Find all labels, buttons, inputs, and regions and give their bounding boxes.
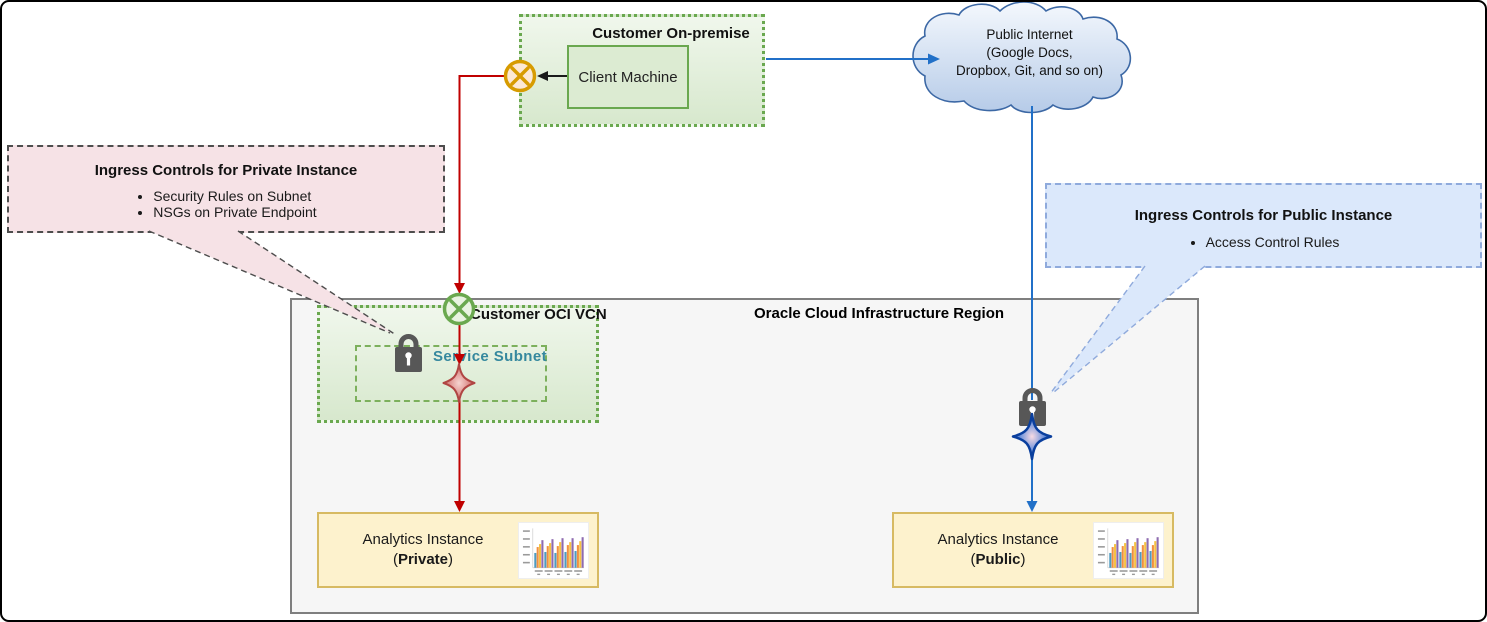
analytics-instance-private: Analytics Instance (Private): [317, 512, 599, 588]
analytics-private-title: Analytics Instance: [362, 531, 484, 548]
bullet-nsgs: NSGs on Private Endpoint: [153, 204, 316, 220]
analytics-public-label: Analytics Instance (Public): [900, 530, 1096, 570]
flow-onpremise-to-internet: [766, 53, 940, 65]
callout-private-ingress: Ingress Controls for Private Instance Se…: [7, 145, 445, 233]
callout-private-bullets: Security Rules on Subnet NSGs on Private…: [135, 188, 316, 220]
bullet-access-control: Access Control Rules: [1206, 234, 1340, 250]
callout-public-title: Ingress Controls for Public Instance: [1134, 207, 1393, 224]
service-subnet-title: Service Subnet: [433, 348, 547, 365]
onpremise-title: Customer On-premise: [592, 25, 750, 42]
bar-chart-icon: [518, 522, 589, 579]
client-machine-box: Client Machine: [567, 45, 689, 109]
cloud-line2: (Google Docs,: [986, 44, 1073, 60]
paren-close: ): [448, 551, 454, 568]
bar-chart-icon: [1093, 522, 1164, 579]
analytics-private-type: Private: [397, 551, 449, 568]
callout-public-ingress: Ingress Controls for Public Instance Acc…: [1045, 183, 1482, 268]
paren-close: ): [1020, 551, 1026, 568]
oci-region-title: Oracle Cloud Infrastructure Region: [754, 305, 1005, 322]
analytics-private-label: Analytics Instance (Private): [325, 530, 521, 570]
client-machine-label: Client Machine: [578, 68, 678, 86]
cloud-line3: Dropbox, Git, and so on): [955, 62, 1104, 78]
bullet-security-rules: Security Rules on Subnet: [153, 188, 316, 204]
cloud-line1: Public Internet: [986, 27, 1073, 42]
vcn-title: Customer OCI VCN: [470, 306, 607, 323]
analytics-public-type: Public: [975, 551, 1021, 568]
callout-private-title: Ingress Controls for Private Instance: [94, 162, 358, 179]
paren-open: (: [970, 551, 976, 568]
analytics-public-title: Analytics Instance: [937, 531, 1059, 548]
callout-public-bullets: Access Control Rules: [1188, 234, 1340, 250]
internet-cloud-label: Public Internet (Google Docs, Dropbox, G…: [927, 26, 1132, 79]
analytics-instance-public: Analytics Instance (Public): [892, 512, 1174, 588]
paren-open: (: [392, 551, 398, 568]
